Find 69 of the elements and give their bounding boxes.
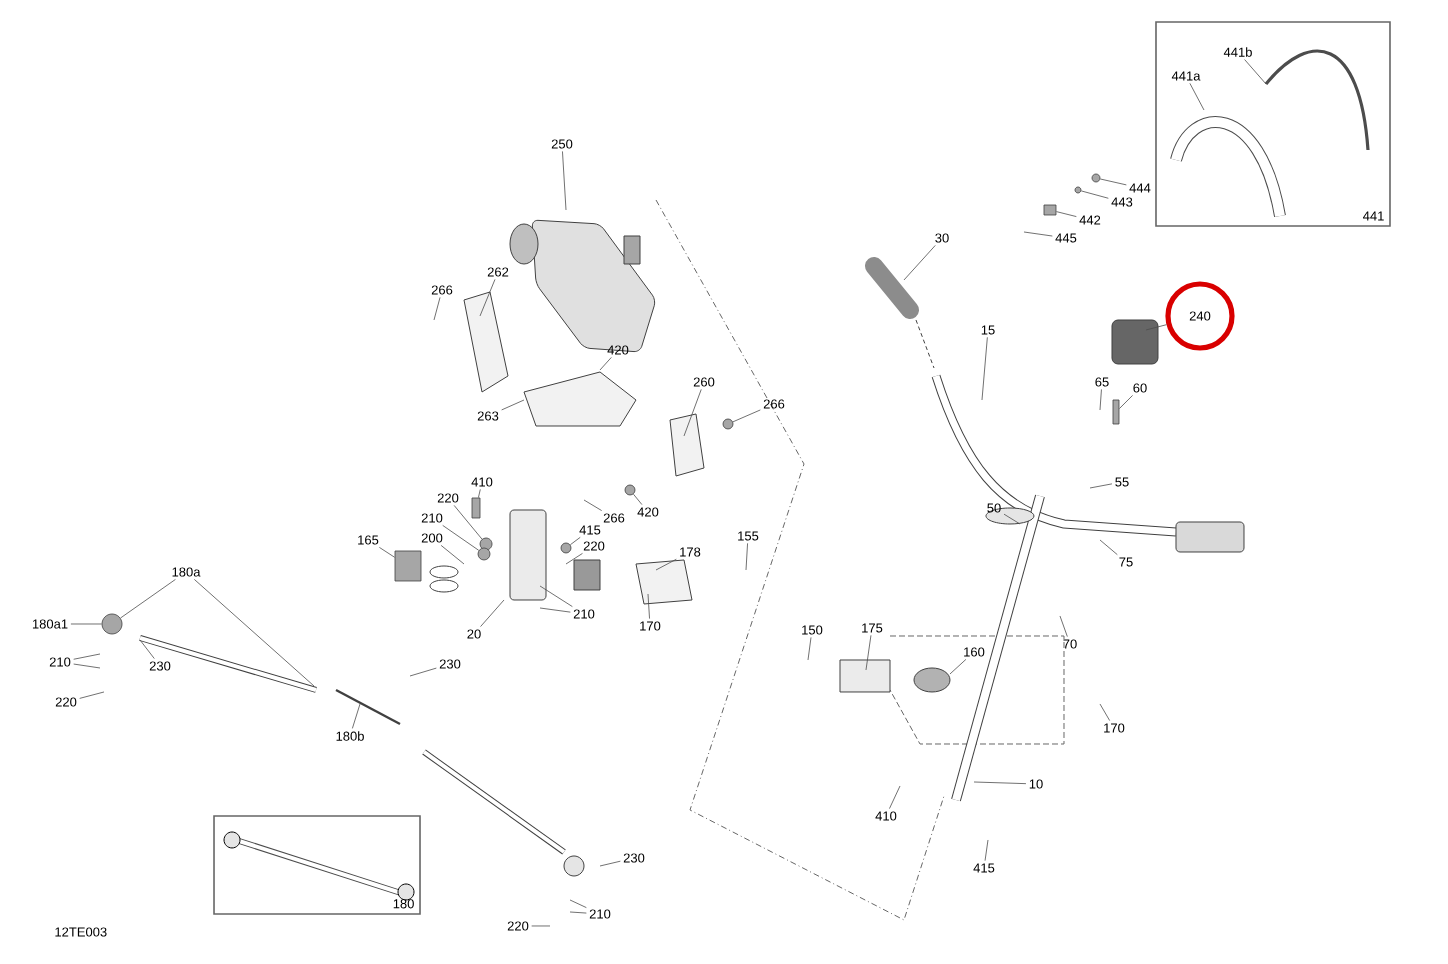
leader-line	[973, 781, 1027, 785]
leader-line	[440, 545, 465, 565]
leader-line	[1099, 178, 1127, 186]
leader-line	[1056, 211, 1077, 217]
leader-line	[949, 659, 967, 675]
leader-line	[539, 607, 571, 613]
bolt	[1043, 204, 1057, 216]
leader-line	[120, 579, 176, 619]
leader-line	[539, 585, 573, 607]
leader-line	[1080, 190, 1109, 199]
leader-line	[1099, 389, 1102, 411]
leader-line	[1059, 615, 1068, 637]
leader-line	[655, 558, 677, 571]
nut	[560, 542, 572, 554]
leader-line	[599, 357, 612, 371]
leader-line	[1003, 513, 1021, 525]
leader-line	[139, 639, 155, 659]
leader-line	[569, 899, 587, 908]
leader-line	[732, 409, 761, 423]
leader-line	[647, 593, 650, 619]
leader-line	[501, 399, 525, 411]
leader-line	[352, 703, 361, 729]
nut	[479, 537, 493, 551]
leader-line	[984, 839, 989, 862]
leader-line	[683, 389, 702, 437]
leader-line	[478, 489, 481, 498]
leader-line	[565, 553, 583, 565]
leader-line	[73, 653, 101, 660]
leader-line	[79, 691, 105, 699]
leader-line	[865, 634, 872, 671]
nut	[477, 547, 491, 561]
nut	[1091, 173, 1101, 183]
nut	[1074, 186, 1082, 194]
leader-line	[409, 667, 437, 677]
leader-line	[479, 279, 496, 317]
leader-line	[442, 525, 480, 551]
leader-line	[1189, 82, 1205, 111]
leader-line	[1145, 324, 1167, 331]
leader-line	[480, 599, 505, 627]
leader-line	[599, 860, 621, 867]
leader-line	[889, 785, 901, 809]
leader-line	[569, 536, 581, 546]
leader-line	[981, 336, 988, 401]
leader-line	[1119, 395, 1133, 409]
leader-line	[73, 663, 101, 669]
leader-line	[433, 297, 441, 321]
leader-line	[70, 623, 102, 625]
leader-line	[1244, 59, 1267, 85]
leader-line	[1089, 483, 1113, 489]
bolt	[1112, 399, 1120, 425]
bolt	[394, 550, 422, 582]
leader-line	[633, 493, 643, 505]
leader-line	[745, 542, 748, 571]
leader-line	[1023, 231, 1053, 237]
leader-line	[583, 499, 603, 511]
leader-line	[531, 925, 551, 927]
nut	[722, 418, 734, 430]
leader-line	[807, 637, 812, 661]
nut	[624, 484, 636, 496]
leader-line	[379, 547, 395, 558]
leader-line	[193, 579, 315, 687]
leader-line	[1099, 703, 1111, 721]
leader-line	[1099, 539, 1118, 556]
leader-line	[453, 505, 483, 540]
leader-line	[562, 151, 567, 211]
leader-line	[903, 245, 936, 281]
nut	[101, 613, 123, 635]
leader-line	[569, 911, 587, 914]
bolt	[471, 497, 481, 519]
